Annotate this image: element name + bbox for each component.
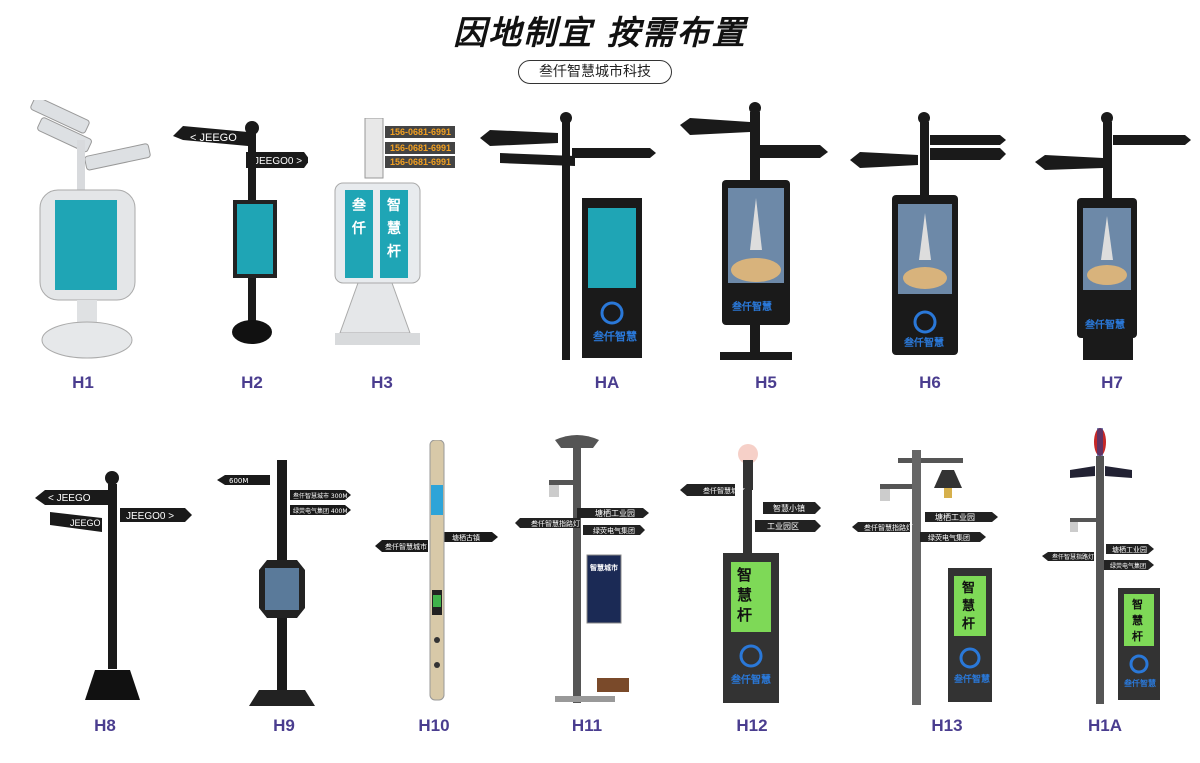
product-h11[interactable]: 塘栖工业园 叁仟智慧指路灯 绿荧电气集团 智慧城市 (515, 430, 665, 705)
h10-sign-1: 叁仟智慧城市 (385, 542, 427, 551)
smart-city-text: 智慧城市 (590, 563, 618, 572)
h3-phone-2: 156-0681-6991 (390, 143, 451, 153)
h1a-screen-char: 智 (1132, 597, 1143, 611)
company-badge: 叁仟智慧城市科技 (518, 60, 672, 84)
brand-name: 叁仟智慧 (592, 329, 637, 343)
product-label: H6 (919, 373, 941, 392)
h3-char: 叁 (351, 197, 367, 214)
h1a-windsolar-pole-image: 塘栖工业园 叁仟智慧指路灯 绿荧电气集团 智 慧 杆 叁仟智慧 (1042, 428, 1160, 704)
product-label: H3 (371, 373, 393, 392)
h10-sign-2: 塘栖古镇 (452, 533, 480, 542)
product-h7[interactable]: 叁仟智慧 (1035, 110, 1195, 365)
product-h12[interactable]: 叁仟智慧城市 智慧小镇 工业园区 智 慧 杆 叁仟智慧 (675, 438, 835, 706)
h5-signpost-image: 叁仟智慧 (680, 102, 828, 360)
h12-screen-char: 慧 (737, 586, 752, 604)
h8-sign-1: < JEEGO (48, 493, 91, 504)
h1a-screen-char: 慧 (1132, 613, 1143, 627)
h13-sign-1: 塘栖工业园 (935, 512, 975, 522)
h9-sign-3: 绿荧电气集团 400M (293, 507, 348, 515)
product-label: H13 (931, 716, 963, 735)
product-h10[interactable]: 叁仟智慧城市 塘栖古镇 (370, 440, 510, 705)
product-h6[interactable]: 叁仟智慧 (850, 110, 1010, 365)
page-title: 因地制宜 按需布置 (453, 13, 747, 52)
product-h9[interactable]: 600M 叁仟智慧城市 300M 绿荧电气集团 400M (215, 460, 355, 708)
brand-name: 叁仟智慧 (903, 336, 944, 349)
h3-char: 仟 (351, 220, 366, 237)
h3-char: 杆 (387, 243, 401, 260)
h11-sign-2: 叁仟智慧指路灯 (531, 519, 580, 528)
h12-signpost-image: 叁仟智慧城市 智慧小镇 工业园区 智 慧 杆 叁仟智慧 (680, 444, 821, 703)
h13-screen-char: 智 (962, 580, 975, 596)
product-h2[interactable]: < JEEGO JEEGO0 > (168, 118, 308, 350)
h13-screen-char: 杆 (962, 616, 975, 632)
h12-screen-char: 智 (737, 566, 752, 584)
h10-signpost-image: 叁仟智慧城市 塘栖古镇 (375, 440, 498, 701)
h8-sign-3: JEEGO (70, 518, 101, 528)
h12-sign-2: 智慧小镇 (773, 503, 805, 513)
product-h8[interactable]: < JEEGO JEEGO0 > JEEGO (30, 470, 195, 705)
h1a-sign-1: 塘栖工业园 (1112, 545, 1147, 554)
h12-screen-char: 杆 (737, 606, 752, 624)
h11-streetlight-image: 塘栖工业园 叁仟智慧指路灯 绿荧电气集团 智慧城市 (515, 435, 649, 703)
product-h1a[interactable]: 塘栖工业园 叁仟智慧指路灯 绿荧电气集团 智 慧 杆 叁仟智慧 (1040, 428, 1195, 706)
h6-signpost-image: 叁仟智慧 (850, 112, 1006, 355)
h13-sign-3: 绿荧电气集团 (928, 533, 970, 542)
h2-signpost-image: < JEEGO JEEGO0 > (173, 121, 308, 344)
h1a-sign-2: 叁仟智慧指路灯 (1052, 553, 1094, 561)
h2-sign-right: JEEGO0 > (254, 156, 302, 167)
h3-char: 智 (386, 197, 401, 214)
h9-signpost-image: 600M 叁仟智慧城市 300M 绿荧电气集团 400M (217, 460, 351, 706)
product-label: H7 (1101, 373, 1123, 392)
h3-phone-3: 156-0681-6991 (390, 157, 451, 167)
brand-name: 叁仟智慧 (731, 300, 772, 313)
product-label: H1A (1087, 716, 1122, 735)
h11-sign-1: 塘栖工业园 (595, 508, 635, 518)
product-label: H11 (571, 716, 603, 735)
h12-sign-1: 叁仟智慧城市 (703, 486, 745, 495)
h8-signpost-image: < JEEGO JEEGO0 > JEEGO (35, 471, 192, 700)
product-label: H10 (418, 716, 450, 735)
product-h5[interactable]: 叁仟智慧 (670, 100, 840, 365)
h9-sign-1: 600M (229, 477, 248, 485)
h7-signpost-image: 叁仟智慧 (1035, 112, 1191, 360)
product-h13[interactable]: 塘栖工业园 叁仟智慧指路灯 绿荧电气集团 智 慧 杆 叁仟智慧 (850, 450, 1000, 705)
product-label: H2 (241, 373, 263, 392)
h1a-screen-char: 杆 (1132, 629, 1143, 643)
product-label: H12 (736, 716, 768, 735)
h11-sign-3: 绿荧电气集团 (593, 526, 635, 535)
h9-sign-2: 叁仟智慧城市 300M (293, 492, 348, 500)
h13-sign-2: 叁仟智慧指路灯 (864, 523, 913, 532)
product-label: H9 (273, 716, 295, 735)
h1a-sign-3: 绿荧电气集团 (1110, 562, 1146, 570)
h12-sign-3: 工业园区 (767, 521, 799, 531)
product-h3[interactable]: 156-0681-6991 156-0681-6991 156-0681-699… (330, 118, 460, 350)
h2-sign-left: < JEEGO (190, 132, 237, 144)
product-label: H8 (94, 716, 116, 735)
brand-name: 叁仟智慧 (1084, 318, 1125, 331)
h3-phone-1: 156-0681-6991 (390, 127, 451, 137)
product-label: HA (594, 373, 620, 392)
brand-name: 叁仟智慧 (730, 673, 771, 686)
h3-signpost-image: 156-0681-6991 156-0681-6991 156-0681-699… (334, 118, 455, 345)
h3-char: 慧 (387, 220, 401, 237)
ha-signpost-image: 叁仟智慧 (480, 112, 656, 360)
h13-streetlight-image: 塘栖工业园 叁仟智慧指路灯 绿荧电气集团 智 慧 杆 叁仟智慧 (852, 450, 998, 705)
brand-name: 叁仟智慧 (1123, 678, 1156, 688)
h1-kiosk-image (30, 100, 151, 359)
brand-name: 叁仟智慧 (953, 673, 990, 685)
product-h1[interactable] (25, 100, 155, 365)
h8-sign-2: JEEGO0 > (126, 511, 174, 522)
product-ha[interactable]: 叁仟智慧 (480, 108, 660, 363)
h13-screen-char: 慧 (962, 598, 975, 614)
product-label: H5 (755, 373, 777, 392)
product-label: H1 (72, 373, 94, 392)
